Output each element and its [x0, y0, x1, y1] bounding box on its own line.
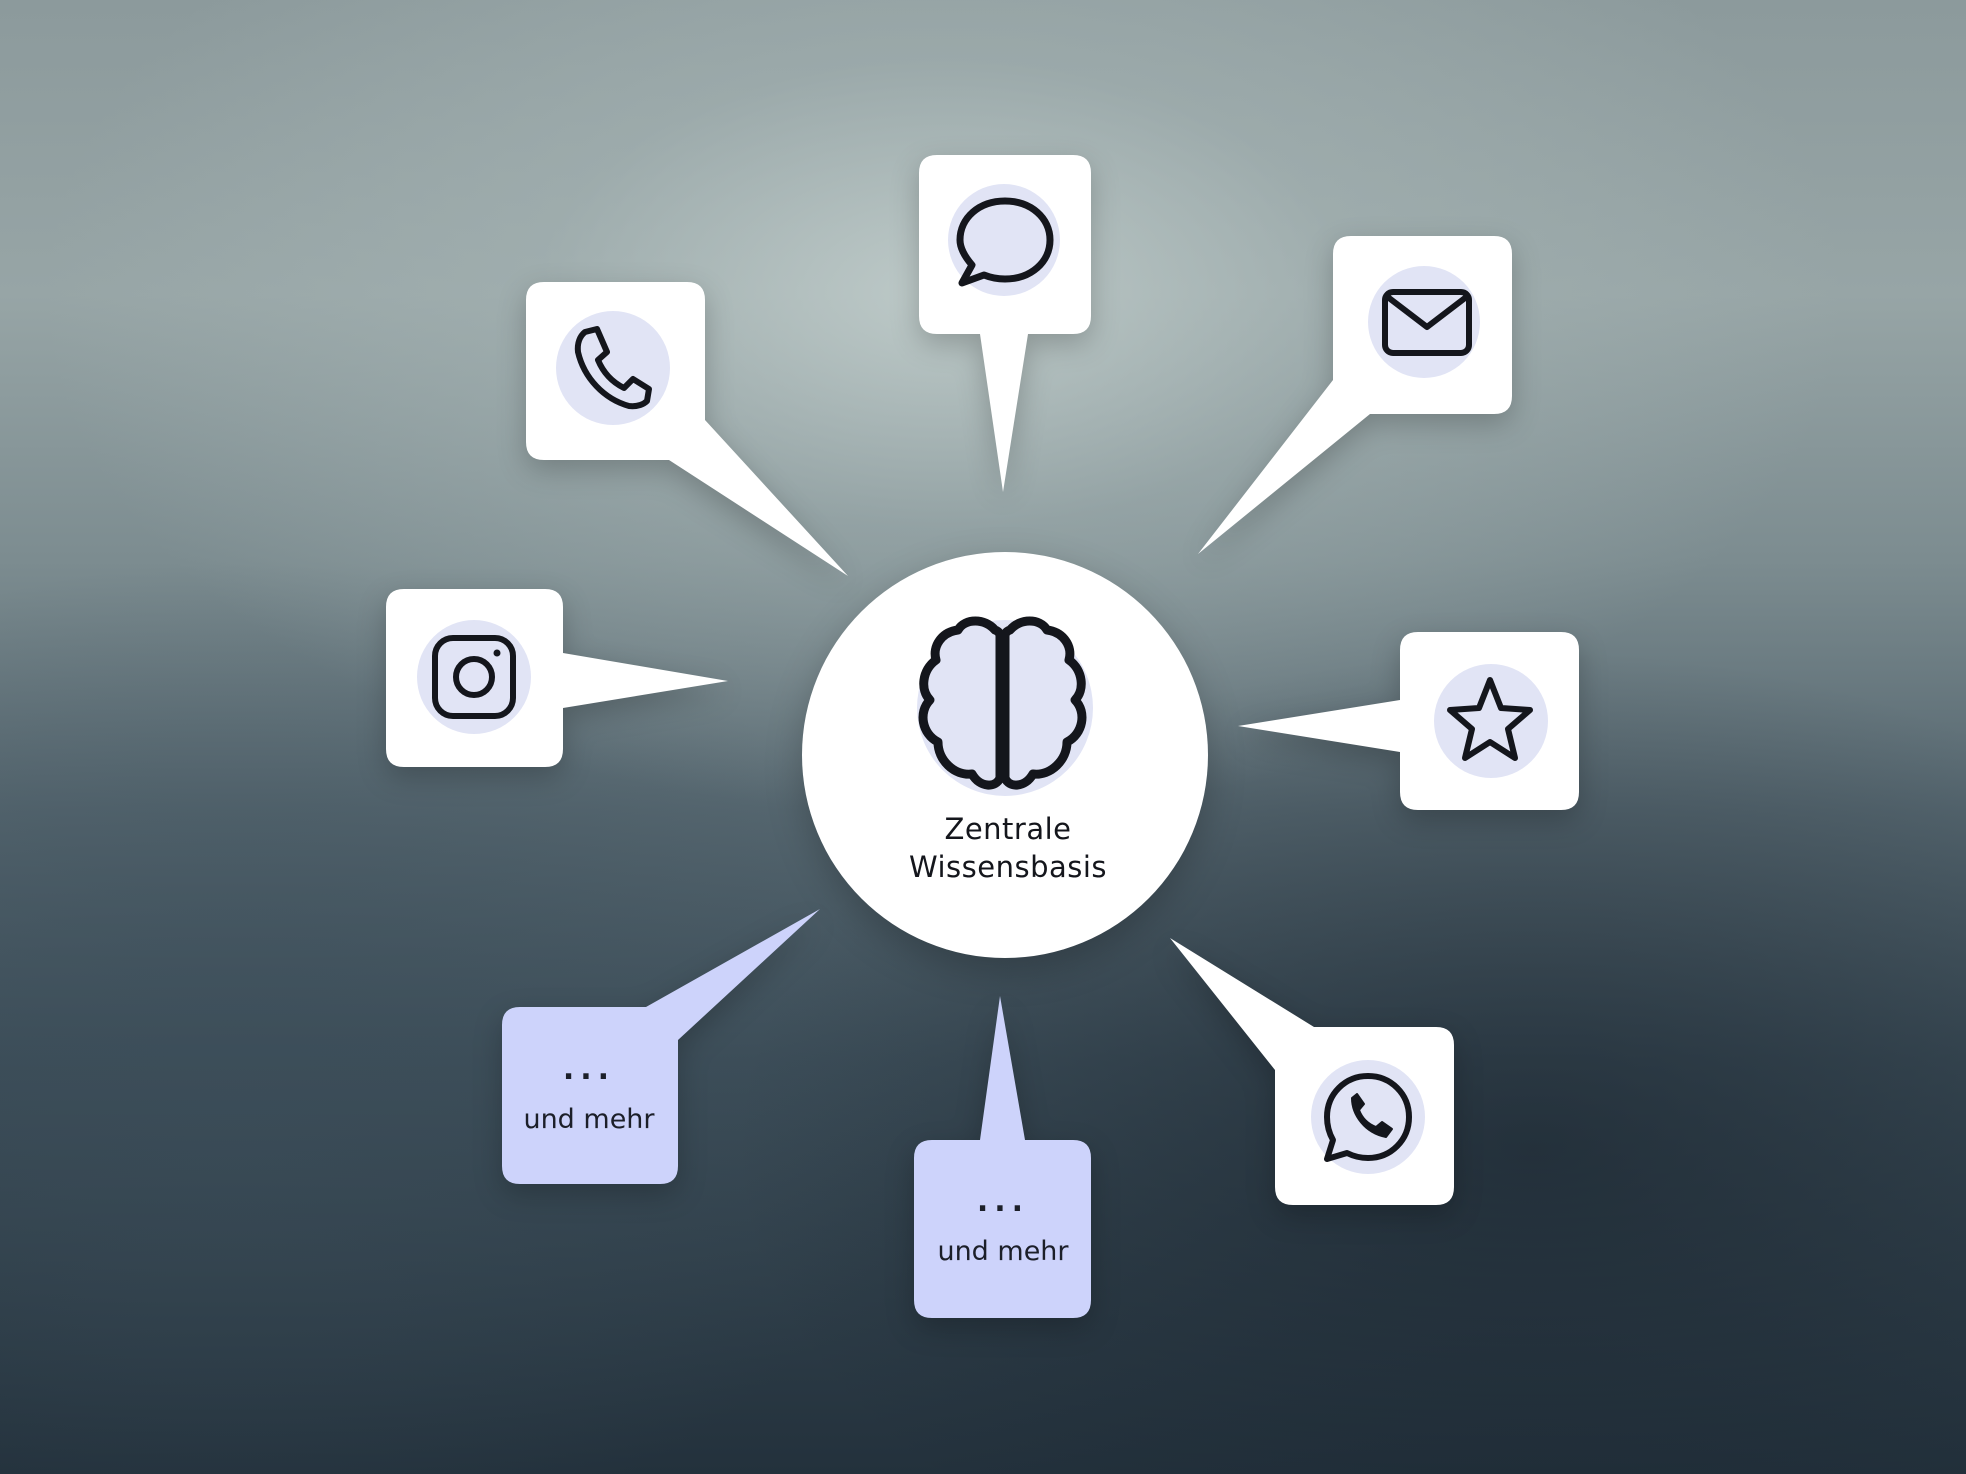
rating-channel-card — [1238, 632, 1579, 810]
more-dots-bottom: ... — [976, 1184, 1030, 1219]
chat-channel-card — [919, 155, 1091, 492]
chat-bubble-icon — [956, 197, 1054, 287]
brain-icon — [918, 616, 1087, 790]
phone-icon — [574, 326, 652, 410]
instagram-icon — [432, 635, 516, 719]
instagram-channel-card — [386, 589, 728, 767]
whatsapp-channel-card — [1170, 938, 1454, 1205]
more-label-left: und mehr — [523, 1104, 655, 1135]
email-channel-card — [1198, 236, 1512, 554]
phone-channel-card — [526, 282, 848, 576]
envelope-icon — [1382, 289, 1472, 356]
hub-title: Zentrale Wissensbasis — [866, 810, 1150, 886]
star-icon — [1447, 677, 1533, 761]
whatsapp-icon — [1324, 1073, 1412, 1162]
hub-title-line1: Zentrale — [944, 812, 1072, 846]
more-channels-card-left — [502, 909, 820, 1184]
more-channels-card-bottom — [914, 996, 1091, 1318]
more-dots-left: ... — [562, 1052, 616, 1087]
hub-title-line2: Wissensbasis — [908, 850, 1108, 884]
more-label-bottom: und mehr — [937, 1236, 1069, 1267]
